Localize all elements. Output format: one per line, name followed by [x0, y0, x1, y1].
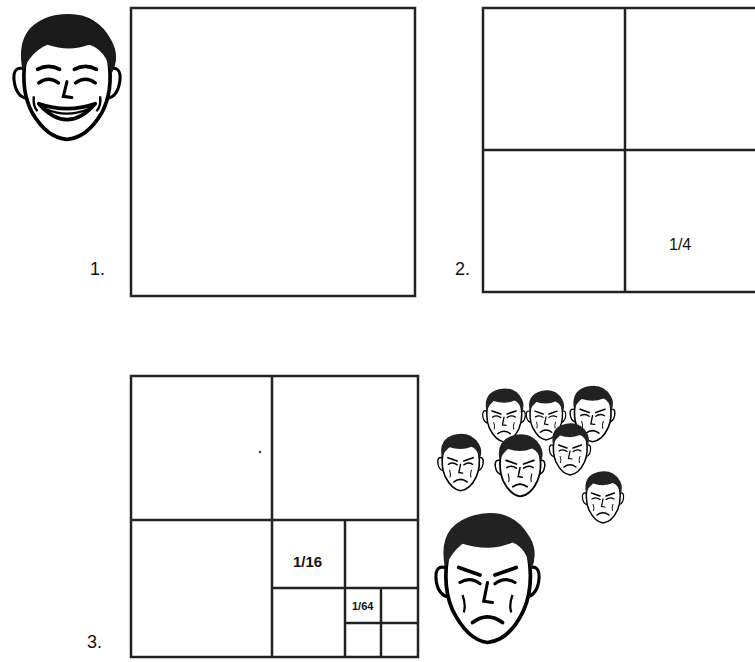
figure-number: 1.: [90, 260, 105, 280]
figure-number: 2.: [455, 260, 470, 280]
fraction-label: 1/4: [669, 236, 691, 254]
fraction-label: 1/16: [293, 554, 322, 571]
subdivided-square: [131, 376, 418, 657]
quartered-square: [483, 8, 755, 292]
squares: [131, 8, 755, 657]
whole-square: [131, 8, 415, 296]
dot: [259, 451, 262, 454]
fraction-label: 1/64: [352, 600, 373, 612]
sad-crowd: [436, 386, 624, 643]
figure-number: 3.: [87, 633, 102, 653]
smiling-face: [14, 14, 120, 139]
